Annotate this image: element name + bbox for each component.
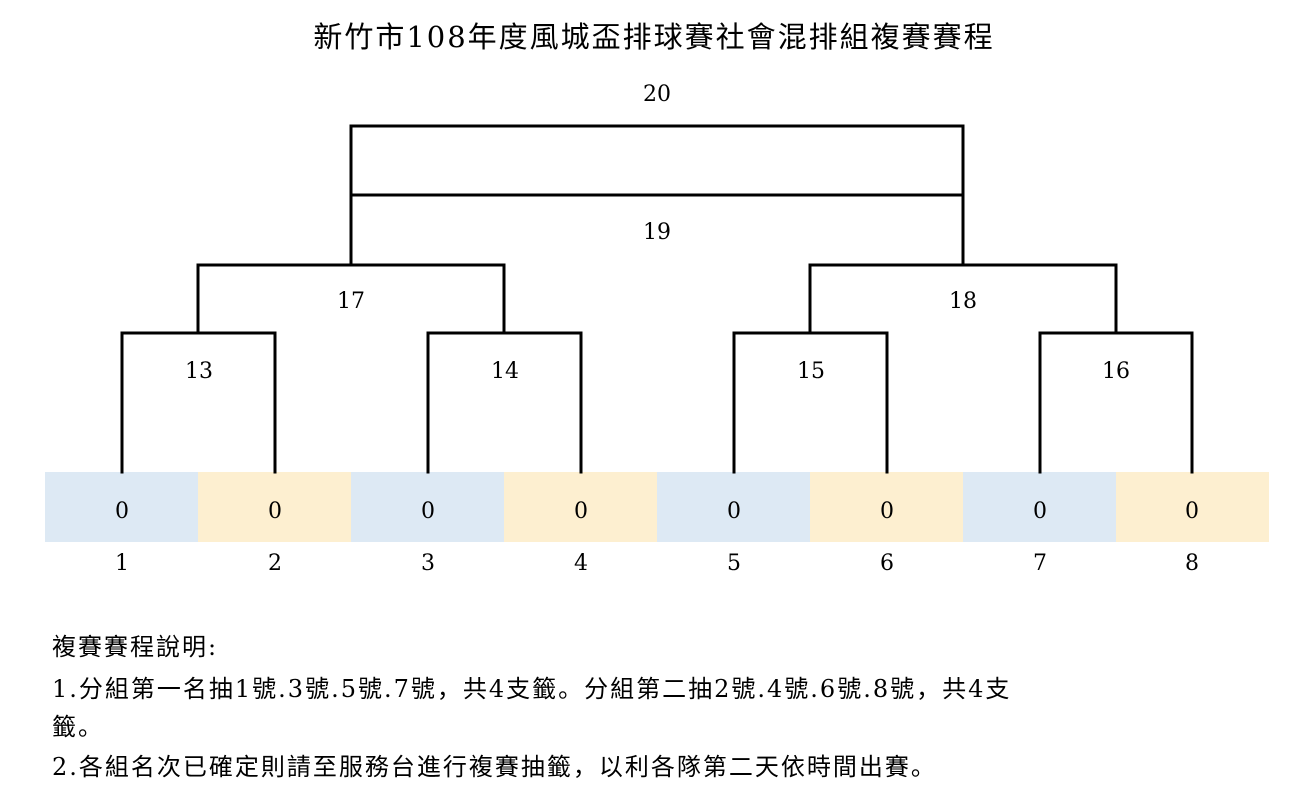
slot-7-value: 0 [1033,499,1047,524]
match-17-label: 17 [337,289,365,314]
seed-7-label: 7 [1033,551,1047,576]
match-19-label: 19 [643,220,671,245]
slot-3-value: 0 [421,499,435,524]
seed-6-label: 6 [880,551,894,576]
slot-8-value: 0 [1185,499,1199,524]
match-19-bracket [349,193,965,267]
slot-4-value: 0 [574,499,588,524]
seed-8-label: 8 [1185,551,1199,576]
page-title: 新竹市108年度風城盃排球賽社會混排組複賽賽程 [313,20,995,54]
match-16-bracket [1038,331,1194,474]
seed-3-label: 3 [421,551,435,576]
slot-1-value: 0 [115,499,129,524]
match-14-label: 14 [491,359,519,384]
slot-3-cell [351,472,504,542]
slot-4-cell [504,472,657,542]
seed-5-label: 5 [727,551,741,576]
slot-5-value: 0 [727,499,741,524]
notes-line-1-continued: 籤。 [52,713,104,741]
notes-line-1: 1.分組第一名抽1號.3號.5號.7號，共4支籤。分組第二抽2號.4號.6號.8… [52,675,1012,703]
slot-2-cell [198,472,351,542]
match-20-bracket [349,124,965,197]
tournament-bracket: 20 19 17 18 13 14 15 16 0 0 0 0 0 0 0 0 … [45,82,1269,576]
match-16-label: 16 [1102,359,1130,384]
match-15-bracket [732,331,889,474]
match-20-label: 20 [643,82,671,107]
notes-heading: 複賽賽程說明: [52,633,219,661]
match-14-bracket [426,331,583,474]
slot-7-cell [963,472,1116,542]
slot-2-value: 0 [268,499,282,524]
match-13-bracket [120,331,277,474]
slot-6-cell [810,472,963,542]
seed-4-label: 4 [574,551,588,576]
seed-1-label: 1 [115,551,129,576]
slot-1-cell [45,472,198,542]
slot-6-value: 0 [880,499,894,524]
match-18-label: 18 [949,289,977,314]
notes-line-2: 2.各組名次已確定則請至服務台進行複賽抽籤，以利各隊第二天依時間出賽。 [52,753,937,781]
slot-8-cell [1116,472,1269,542]
slot-5-cell [657,472,810,542]
seed-2-label: 2 [268,551,282,576]
match-15-label: 15 [797,359,825,384]
match-13-label: 13 [185,359,213,384]
